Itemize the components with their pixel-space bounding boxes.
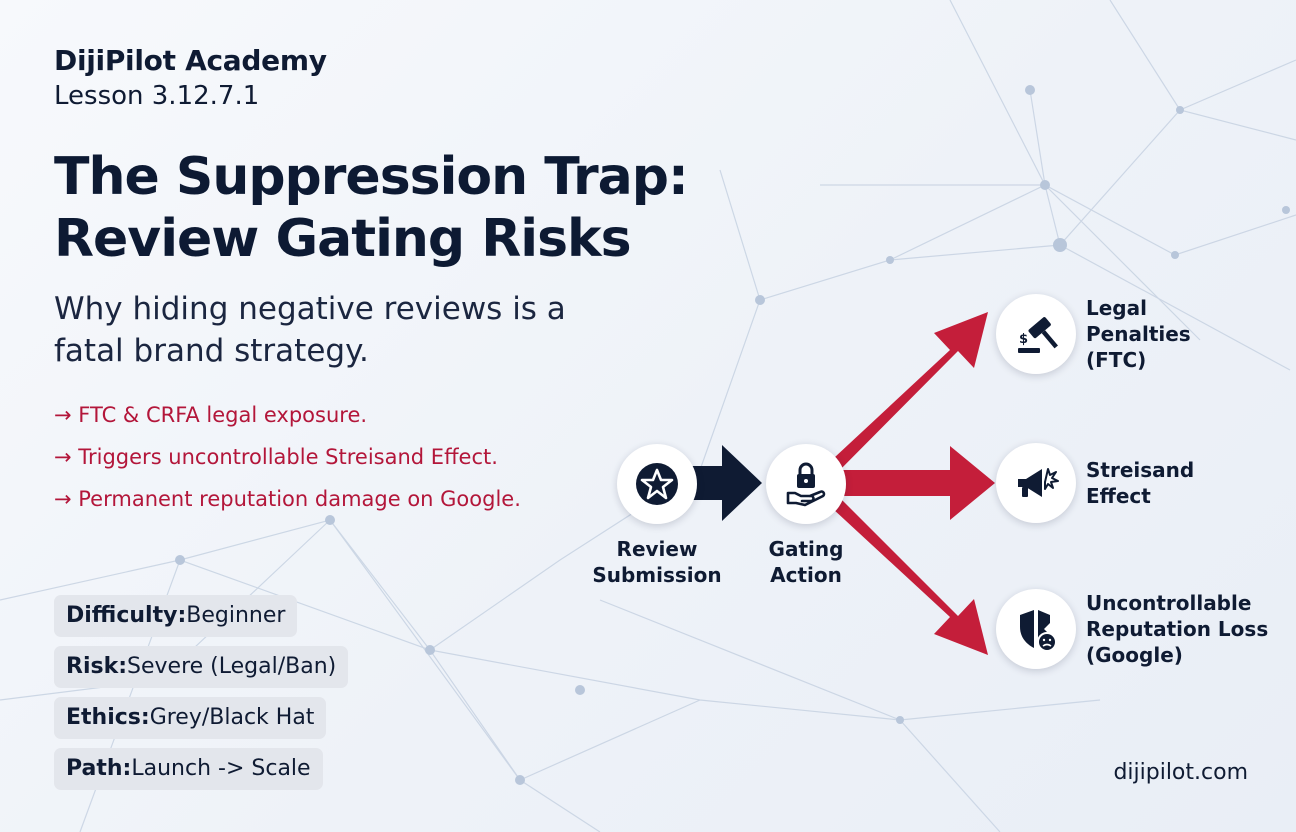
node-label-line: Submission bbox=[592, 563, 722, 587]
lock-hand-icon bbox=[786, 462, 826, 507]
legal-penalties-node: $ bbox=[996, 294, 1076, 374]
red-arrows bbox=[806, 312, 995, 655]
meta-chips: Difficulty: Beginner Risk: Severe (Legal… bbox=[54, 595, 349, 799]
difficulty-chip: Difficulty: Beginner bbox=[54, 595, 298, 637]
streisand-effect-node bbox=[996, 443, 1076, 523]
risk-item: → Triggers uncontrollable Streisand Effe… bbox=[54, 445, 498, 469]
risk-chip: Risk: Severe (Legal/Ban) bbox=[54, 646, 349, 688]
chip-label: Difficulty: bbox=[66, 603, 187, 628]
gating-action-node bbox=[766, 444, 846, 524]
subtitle: Why hiding negative reviews is a fatal b… bbox=[54, 291, 566, 369]
risk-item: → Permanent reputation damage on Google. bbox=[54, 487, 521, 511]
node-label-line: Penalties bbox=[1086, 322, 1191, 346]
lesson-number: Lesson 3.12.7.1 bbox=[54, 81, 260, 111]
review-submission-label: Review Submission bbox=[586, 536, 728, 588]
gavel-icon: $ bbox=[1018, 317, 1058, 353]
star-icon bbox=[636, 463, 678, 505]
node-label-line: Gating bbox=[768, 537, 844, 561]
footer-url: dijipilot.com bbox=[1113, 760, 1248, 785]
node-label-line: Effect bbox=[1086, 484, 1151, 508]
node-label-line: (Google) bbox=[1086, 643, 1183, 667]
title-line-1: The Suppression Trap: bbox=[54, 147, 689, 207]
streisand-effect-label: Streisand Effect bbox=[1086, 457, 1194, 509]
page-title: The Suppression Trap: Review Gating Risk… bbox=[54, 146, 689, 270]
legal-penalties-label: Legal Penalties (FTC) bbox=[1086, 295, 1191, 373]
chip-value: Grey/Black Hat bbox=[149, 705, 315, 730]
megaphone-icon bbox=[1018, 468, 1059, 497]
chip-label: Path: bbox=[66, 756, 132, 781]
node-label-line: Legal bbox=[1086, 296, 1147, 320]
svg-text:$: $ bbox=[1019, 332, 1028, 347]
node-label-line: (FTC) bbox=[1086, 348, 1147, 372]
chip-value: Beginner bbox=[186, 603, 286, 628]
brand-name: DijiPilot Academy bbox=[54, 44, 327, 77]
node-label-line: Uncontrollable bbox=[1086, 591, 1252, 615]
review-submission-node bbox=[617, 444, 697, 524]
chip-label: Ethics: bbox=[66, 705, 150, 730]
navy-arrow bbox=[690, 445, 762, 521]
node-label-line: Review bbox=[616, 537, 698, 561]
risk-item: → FTC & CRFA legal exposure. bbox=[54, 403, 368, 427]
reputation-loss-label: Uncontrollable Reputation Loss (Google) bbox=[1086, 590, 1268, 668]
chip-value: Launch -> Scale bbox=[131, 756, 311, 781]
node-label-line: Streisand bbox=[1086, 458, 1195, 482]
gating-action-label: Gating Action bbox=[740, 536, 872, 588]
chip-label: Risk: bbox=[66, 654, 128, 679]
path-chip: Path: Launch -> Scale bbox=[54, 748, 323, 790]
risk-list: → FTC & CRFA legal exposure. → Triggers … bbox=[54, 398, 521, 524]
title-line-2: Review Gating Risks bbox=[54, 209, 632, 269]
ethics-chip: Ethics: Grey/Black Hat bbox=[54, 697, 327, 739]
reputation-loss-node bbox=[996, 589, 1076, 669]
node-label-line: Action bbox=[770, 563, 842, 587]
broken-shield-icon bbox=[1020, 610, 1057, 652]
node-label-line: Reputation Loss bbox=[1086, 617, 1269, 641]
chip-value: Severe (Legal/Ban) bbox=[127, 654, 337, 679]
